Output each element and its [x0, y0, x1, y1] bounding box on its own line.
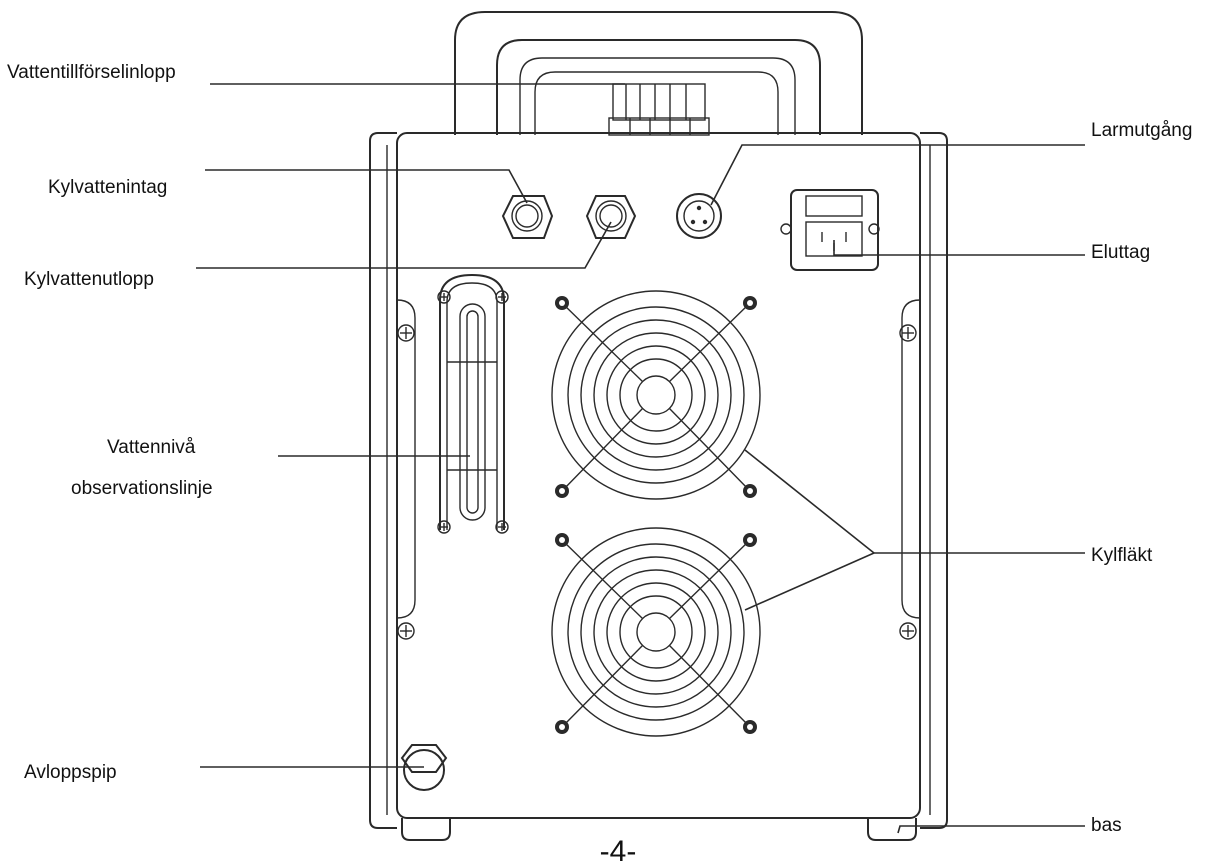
label-water-supply-inlet: Vattentillförselinlopp — [7, 62, 176, 83]
cooling-fan-bottom — [551, 527, 761, 737]
cooling-water-outlet-connector — [585, 195, 637, 239]
label-alarm-output: Larmutgång — [1091, 120, 1192, 141]
screw-icon — [397, 622, 415, 640]
label-water-level-line2: observationslinje — [71, 478, 213, 499]
screw-icon — [437, 520, 451, 534]
carry-handle — [454, 11, 863, 135]
water-supply-inlet-fitting — [608, 83, 710, 136]
power-socket — [780, 189, 880, 271]
label-cooling-water-outlet: Kylvattenutlopp — [24, 269, 154, 290]
base-foot-right — [867, 818, 917, 841]
label-water-level-line1: Vattennivå — [107, 437, 196, 458]
water-level-window — [437, 273, 509, 534]
screw-icon — [495, 520, 509, 534]
left-side-rail — [369, 132, 397, 829]
page-number: -4- — [600, 835, 637, 867]
cooling-water-intake-connector — [501, 195, 554, 239]
screw-icon — [899, 622, 917, 640]
right-side-rail — [920, 132, 948, 829]
rear-panel — [396, 132, 921, 819]
screw-icon — [397, 324, 415, 342]
label-power-socket: Eluttag — [1091, 242, 1150, 263]
base-foot-left — [401, 818, 451, 841]
label-cooling-water-intake: Kylvattenintag — [48, 177, 167, 198]
screw-icon — [495, 290, 509, 304]
screw-icon — [899, 324, 917, 342]
alarm-output-connector — [676, 193, 722, 239]
cooling-fan-top — [551, 290, 761, 500]
label-base: bas — [1091, 815, 1122, 836]
leader-lines — [196, 83, 1085, 834]
label-drain-spout: Avloppspip — [24, 762, 117, 783]
label-cooling-fan: Kylfläkt — [1091, 545, 1153, 566]
screw-icon — [437, 290, 451, 304]
drain-spout — [400, 744, 448, 791]
